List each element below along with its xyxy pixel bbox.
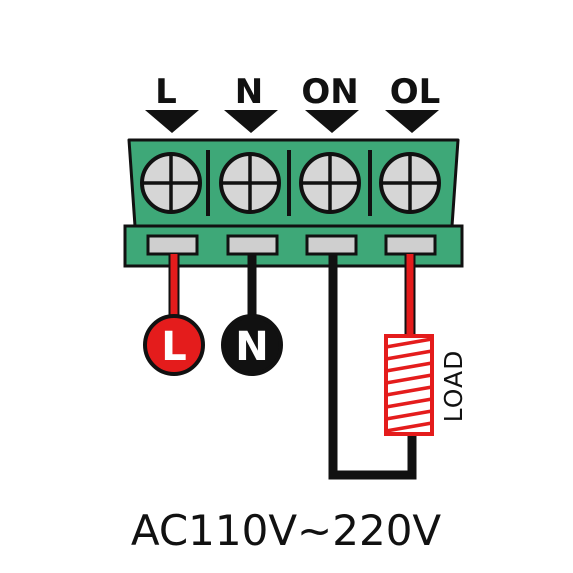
neutral-input-label: N bbox=[235, 324, 268, 370]
terminal-block bbox=[123, 138, 464, 268]
arrow-down-icons bbox=[145, 110, 439, 133]
load-coil-icon bbox=[384, 334, 434, 436]
screw-icon-n bbox=[219, 152, 281, 214]
arrow-down-icon bbox=[305, 110, 359, 133]
screw-icon-l bbox=[140, 152, 202, 214]
terminal-label-l: L bbox=[155, 72, 177, 112]
wire-slot-l bbox=[146, 234, 199, 256]
terminal-label-on: ON bbox=[301, 72, 358, 112]
terminal-label-ol: OL bbox=[390, 72, 441, 112]
line-input-badge: L bbox=[143, 314, 205, 376]
arrow-down-icon bbox=[224, 110, 278, 133]
arrow-down-icon bbox=[385, 110, 439, 133]
wires bbox=[168, 254, 417, 480]
wire-slot-ol bbox=[384, 234, 437, 256]
on-to-load-wire bbox=[328, 254, 417, 480]
screw-icon-on bbox=[299, 152, 361, 214]
wire-slot-n bbox=[226, 234, 279, 256]
neutral-input-badge: N bbox=[221, 314, 283, 376]
screw-icon-ol bbox=[379, 152, 441, 214]
supply-voltage-label: AC110V~220V bbox=[131, 506, 442, 555]
load-label: LOAD bbox=[439, 350, 468, 423]
line-input-label: L bbox=[161, 324, 187, 370]
arrow-down-icon bbox=[145, 110, 199, 133]
terminal-label-n: N bbox=[235, 72, 263, 112]
wire-slot-on bbox=[305, 234, 358, 256]
